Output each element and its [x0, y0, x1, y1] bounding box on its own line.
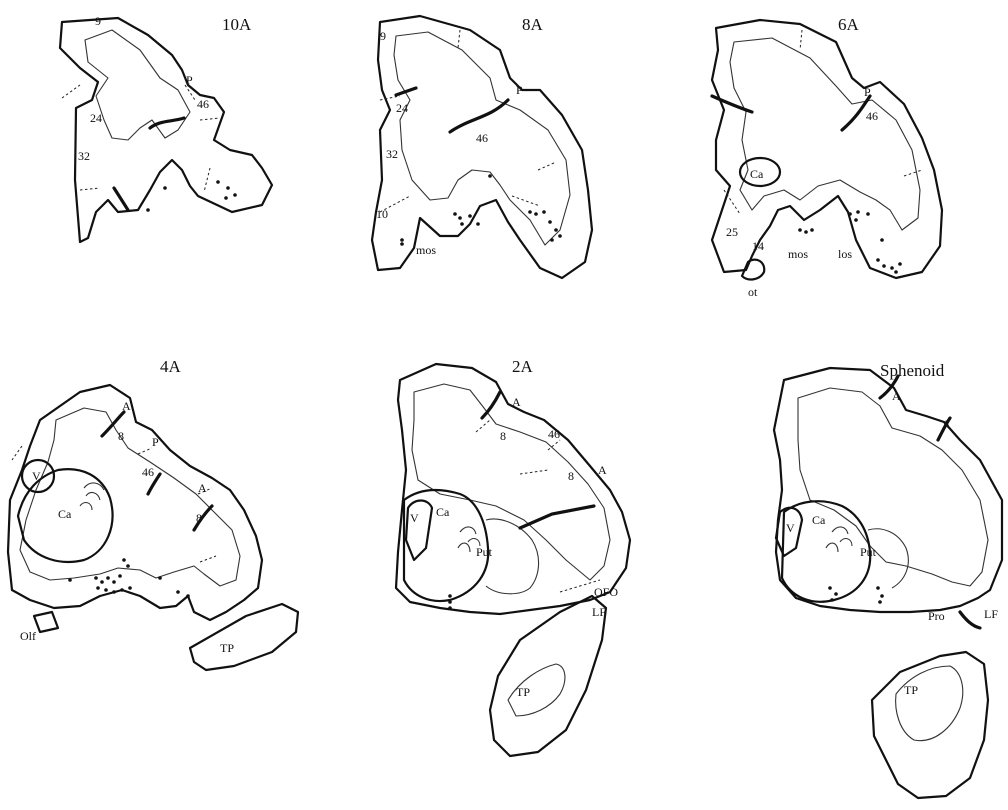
svg-text:ot: ot [748, 285, 758, 299]
section-title-4a: 4A [160, 357, 182, 376]
section-title-6a: 6A [838, 15, 860, 34]
section-sphenoid: Sphenoid A A V Ca Put Pro LF TP [774, 361, 1002, 798]
svg-text:24: 24 [90, 111, 102, 125]
svg-text:A: A [198, 481, 207, 495]
section-10a: 10A 9 P 46 24 32 [60, 14, 272, 242]
svg-text:V: V [786, 521, 795, 535]
svg-text:A: A [122, 399, 131, 413]
svg-text:LF: LF [592, 605, 606, 619]
svg-text:46: 46 [866, 109, 878, 123]
svg-text:A: A [598, 463, 607, 477]
putamen-2a [486, 519, 539, 594]
svg-text:TP: TP [904, 683, 918, 697]
svg-text:46: 46 [142, 465, 154, 479]
svg-text:Put: Put [860, 545, 877, 559]
section-2a-cells [448, 594, 452, 610]
svg-text:9: 9 [380, 29, 386, 43]
svg-text:V: V [32, 469, 41, 483]
svg-text:Ca: Ca [436, 505, 450, 519]
section-2a-inner [412, 384, 610, 580]
section-6a-outline [712, 20, 942, 278]
svg-text:8: 8 [196, 511, 202, 525]
svg-text:Ca: Ca [750, 167, 764, 181]
ventricle-2a [406, 501, 432, 561]
section-sphenoid-inner [798, 388, 988, 586]
olfactory-4a [34, 612, 58, 632]
temporal-pole-2a [490, 596, 606, 756]
svg-text:32: 32 [386, 147, 398, 161]
svg-text:10: 10 [376, 207, 388, 221]
svg-text:Olf: Olf [20, 629, 36, 643]
svg-text:32: 32 [78, 149, 90, 163]
svg-text:mos: mos [416, 243, 436, 257]
svg-text:A: A [892, 389, 901, 403]
svg-text:LF: LF [984, 607, 998, 621]
svg-text:8: 8 [118, 429, 124, 443]
svg-text:Put: Put [476, 545, 493, 559]
section-title-2a: 2A [512, 357, 534, 376]
svg-text:P: P [186, 73, 193, 87]
svg-text:Ca: Ca [812, 513, 826, 527]
section-2a: 2A A 8 46 A 8 V Ca Put OFO LF TP [396, 357, 630, 756]
svg-text:Ca: Ca [58, 507, 72, 521]
section-title-sphenoid: Sphenoid [880, 361, 945, 380]
svg-text:14: 14 [752, 239, 764, 253]
svg-text:TP: TP [220, 641, 234, 655]
svg-text:mos: mos [788, 247, 808, 261]
section-8a-outline [372, 16, 592, 278]
svg-text:P: P [152, 435, 159, 449]
svg-text:los: los [838, 247, 852, 261]
svg-text:46: 46 [197, 97, 209, 111]
svg-text:24: 24 [396, 101, 408, 115]
temporal-pole-4a [190, 604, 298, 670]
svg-text:P: P [864, 85, 871, 99]
section-6a: 6A P 46 Ca 25 14 mos los [712, 15, 942, 299]
section-sphenoid-outline [774, 368, 1002, 612]
svg-text:P: P [516, 83, 523, 97]
svg-text:46: 46 [548, 427, 560, 441]
temporal-pole-sphenoid [872, 652, 988, 798]
section-8a: 8A 9 P 24 46 32 [372, 15, 592, 278]
svg-text:46: 46 [476, 131, 488, 145]
section-10a-outline [60, 18, 272, 242]
svg-text:25: 25 [726, 225, 738, 239]
caudate-outline-sphenoid [782, 501, 870, 602]
section-title-8a: 8A [522, 15, 544, 34]
svg-text:A: A [942, 417, 951, 431]
svg-text:A: A [512, 395, 521, 409]
section-4a: 4A A 8 P 46 A 8 V Ca Olf [8, 357, 298, 670]
section-6a-inner [730, 38, 920, 230]
svg-text:8: 8 [500, 429, 506, 443]
section-8a-cells [400, 174, 562, 246]
svg-text:8: 8 [568, 469, 574, 483]
svg-text:9: 9 [95, 14, 101, 28]
svg-text:TP: TP [516, 685, 530, 699]
svg-text:Pro: Pro [928, 609, 945, 623]
svg-text:OFO: OFO [594, 585, 618, 599]
optic-tract-6a [742, 260, 764, 280]
section-title-10a: 10A [222, 15, 252, 34]
svg-text:V: V [410, 511, 419, 525]
